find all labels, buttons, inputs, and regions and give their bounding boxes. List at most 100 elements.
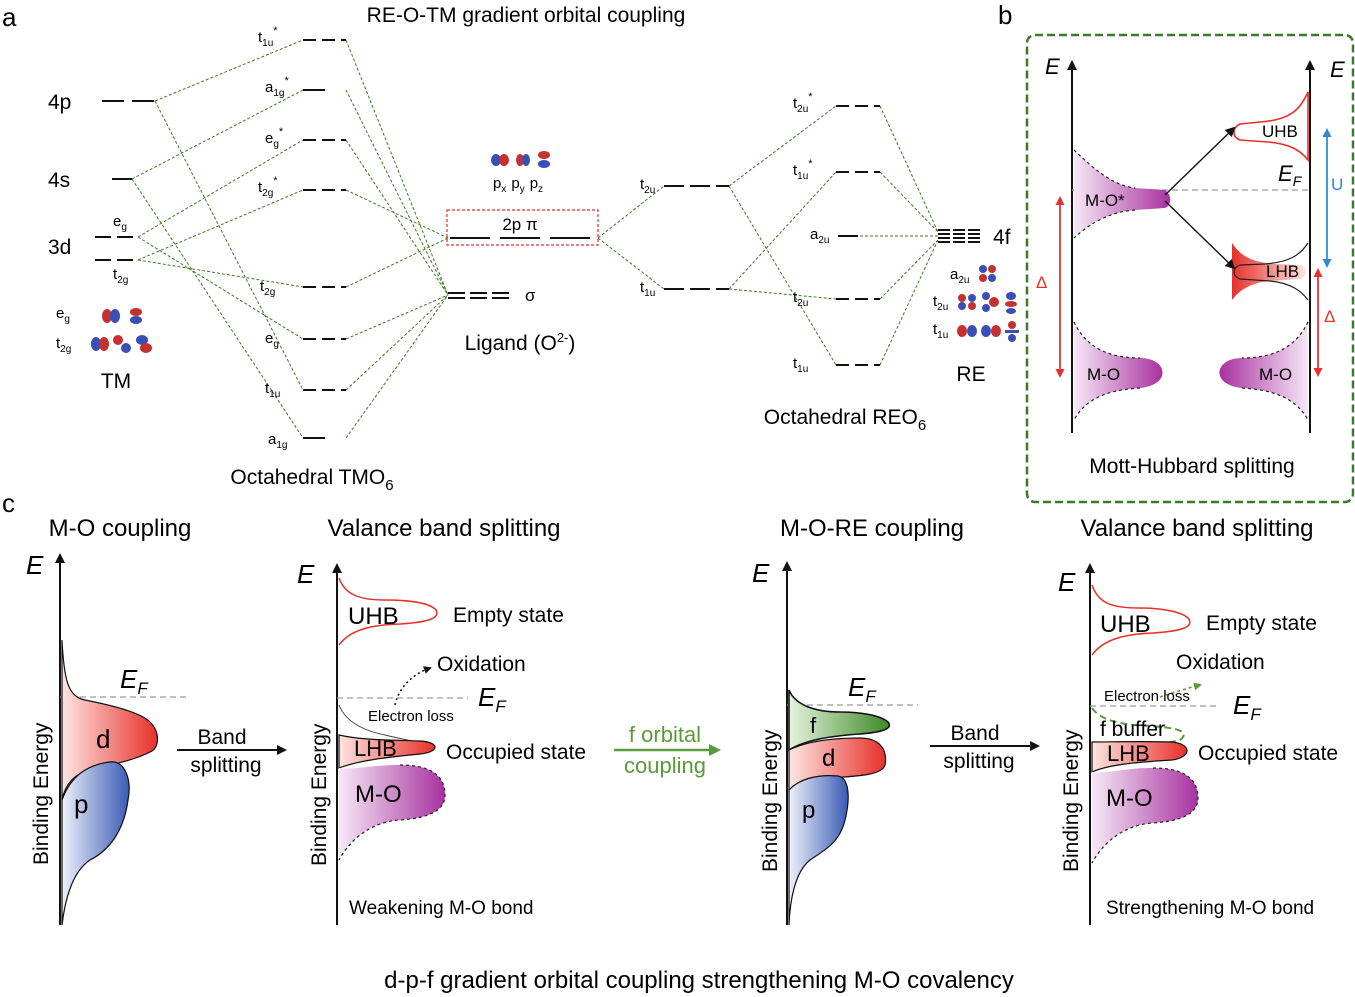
arrow2-line1: f orbital <box>629 722 701 747</box>
lhb-band-c1 <box>338 734 436 769</box>
tmo6-eg-star-label: eg* <box>265 126 284 150</box>
panel-b-axis-left: E <box>1045 54 1060 79</box>
uhb-band-c2 <box>1091 584 1191 656</box>
u-label: U <box>1331 175 1343 194</box>
tmo6-t2g-label: t2g <box>260 278 275 298</box>
arrow1-line2: splitting <box>190 754 261 777</box>
section2-mo: M-O <box>355 781 402 808</box>
arrow2-line2: coupling <box>624 753 706 778</box>
section2-electron-loss: Electron loss <box>368 708 454 725</box>
mo-band-c1 <box>339 765 445 860</box>
section2-axis: E <box>297 559 315 589</box>
section4-electron-loss: Electron loss <box>1104 688 1190 705</box>
reo6-a2u-label: a2u <box>810 226 829 246</box>
panel-b: E E EF M-O* UHB LHB U Δ Δ M-O <box>1025 33 1355 504</box>
tmo6-levels: t1u* a1g* eg* t2g* t2g eg t1u a1g Octahe… <box>230 25 393 494</box>
section2-uhb: UHB <box>348 603 399 630</box>
p-band <box>61 761 130 926</box>
uhb-band-c1 <box>338 577 438 646</box>
ligand-label: Ligand (O2-) <box>465 330 576 355</box>
arrow3-line1: Band <box>950 722 999 745</box>
uhb-label: UHB <box>1262 122 1298 141</box>
section4-oxidation: Oxidation <box>1176 651 1265 674</box>
mo-band-c2 <box>1092 768 1198 863</box>
p-band-c3 <box>788 775 849 926</box>
section4-empty: Empty state <box>1206 612 1317 635</box>
tm-eg-orb-label: eg <box>56 305 70 325</box>
tmo6-caption: Octahedral TMO6 <box>230 466 393 494</box>
reo6-left-t1u-label: t1u <box>640 279 655 299</box>
section4-uhb: UHB <box>1100 611 1151 638</box>
arrow3-line2: splitting <box>943 750 1014 773</box>
re-t1u-label: t1u <box>933 321 948 341</box>
tm-label: TM <box>101 370 131 393</box>
re-a2u-label: a2u <box>950 266 969 286</box>
section4-axis: E <box>1058 567 1076 597</box>
section1-axis: E <box>26 550 44 580</box>
tm-levels: 4p 4s 3d eg t2g eg t2g TM <box>48 91 155 393</box>
section4-occupied: Occupied state <box>1198 742 1338 765</box>
tm-eg-label: eg <box>113 213 127 233</box>
d-band-label: d <box>96 724 110 754</box>
panel-b-axis-right: E <box>1330 57 1345 82</box>
section4-ylabel: Binding Energy <box>1060 729 1083 872</box>
reo6-left-t2u-label: t2u <box>640 176 655 196</box>
ligand-pi-label: 2p π <box>502 215 537 234</box>
f-orbital-icons <box>957 265 1019 342</box>
section2-ef: EF <box>478 682 507 716</box>
panel-b-ef: EF <box>1278 161 1303 189</box>
tmo6-a1g-label: a1g <box>268 431 287 451</box>
tm-t2g-label: t2g <box>113 266 128 286</box>
mo-right-label: M-O <box>1259 365 1292 384</box>
reo6-caption: Octahedral REO6 <box>764 406 926 434</box>
reo6-levels: t2u t1u t2u* t1u* a2u t2u t1u Octahedral… <box>640 91 926 434</box>
section3-title: M-O-RE coupling <box>780 515 964 542</box>
section4-mo: M-O <box>1106 785 1153 812</box>
panel-b-caption: Mott-Hubbard splitting <box>1089 455 1294 478</box>
tm-4s-label: 4s <box>48 169 70 192</box>
section2-title: Valance band splitting <box>327 515 560 542</box>
mo-left-label: M-O <box>1087 365 1120 384</box>
tmo6-eg-label: eg <box>265 330 279 350</box>
re-levels: 4f a2u t2u t1u RE <box>933 226 1019 386</box>
ligand-sigma-label: σ <box>525 286 536 305</box>
panel-a-title: RE-O-TM gradient orbital coupling <box>367 4 686 27</box>
tm-t2g-orb-label: t2g <box>56 335 71 355</box>
d-orbital-icons <box>91 308 152 353</box>
arrow1-line1: Band <box>197 726 246 749</box>
panel-c: M-O coupling E Binding Energy EF d p Ban… <box>26 515 1338 994</box>
mo-band-right <box>1219 322 1308 420</box>
section4-f-buffer: f buffer <box>1100 718 1165 741</box>
re-4f-label: 4f <box>993 226 1011 249</box>
section2-lhb: LHB <box>354 736 397 761</box>
panel-letter-c: c <box>2 488 15 518</box>
f-band <box>788 689 891 752</box>
lhb-band-fill <box>1232 243 1306 300</box>
arrow-band-splitting-1: Band splitting <box>177 726 287 777</box>
mo-star-label: M-O* <box>1085 191 1125 210</box>
reo6-t2u-star-label: t2u* <box>793 91 813 115</box>
lhb-band-c2 <box>1091 740 1188 773</box>
panel-a: RE-O-TM gradient orbital coupling <box>48 4 1019 494</box>
section-mo-re-coupling: M-O-RE coupling E Binding Energy EF f d … <box>752 515 964 926</box>
section2-caption: Weakening M-O bond <box>349 898 533 919</box>
section2-ylabel: Binding Energy <box>308 723 331 866</box>
reo6-t1u-label: t1u <box>793 355 808 375</box>
section4-caption: Strengthening M-O bond <box>1106 898 1314 919</box>
delta-left: Δ <box>1036 273 1047 292</box>
section2-oxidation: Oxidation <box>437 653 526 676</box>
lhb-label: LHB <box>1266 262 1299 281</box>
panel-letter-b: b <box>998 0 1012 30</box>
reo6-t1u-star-label: t1u* <box>793 158 813 182</box>
panel-letter-a: a <box>2 2 17 32</box>
tmo6-t1u-label: t1u <box>265 380 280 400</box>
panel-b-border <box>1025 33 1355 504</box>
bottom-title: d-p-f gradient orbital coupling strength… <box>384 967 1014 994</box>
reo6-t2u-label: t2u <box>793 289 808 309</box>
section3-axis: E <box>752 558 770 588</box>
section1-ef: EF <box>120 664 149 698</box>
section-mo-coupling: M-O coupling E Binding Energy EF d p <box>26 515 191 926</box>
mo-band-left <box>1074 322 1163 420</box>
